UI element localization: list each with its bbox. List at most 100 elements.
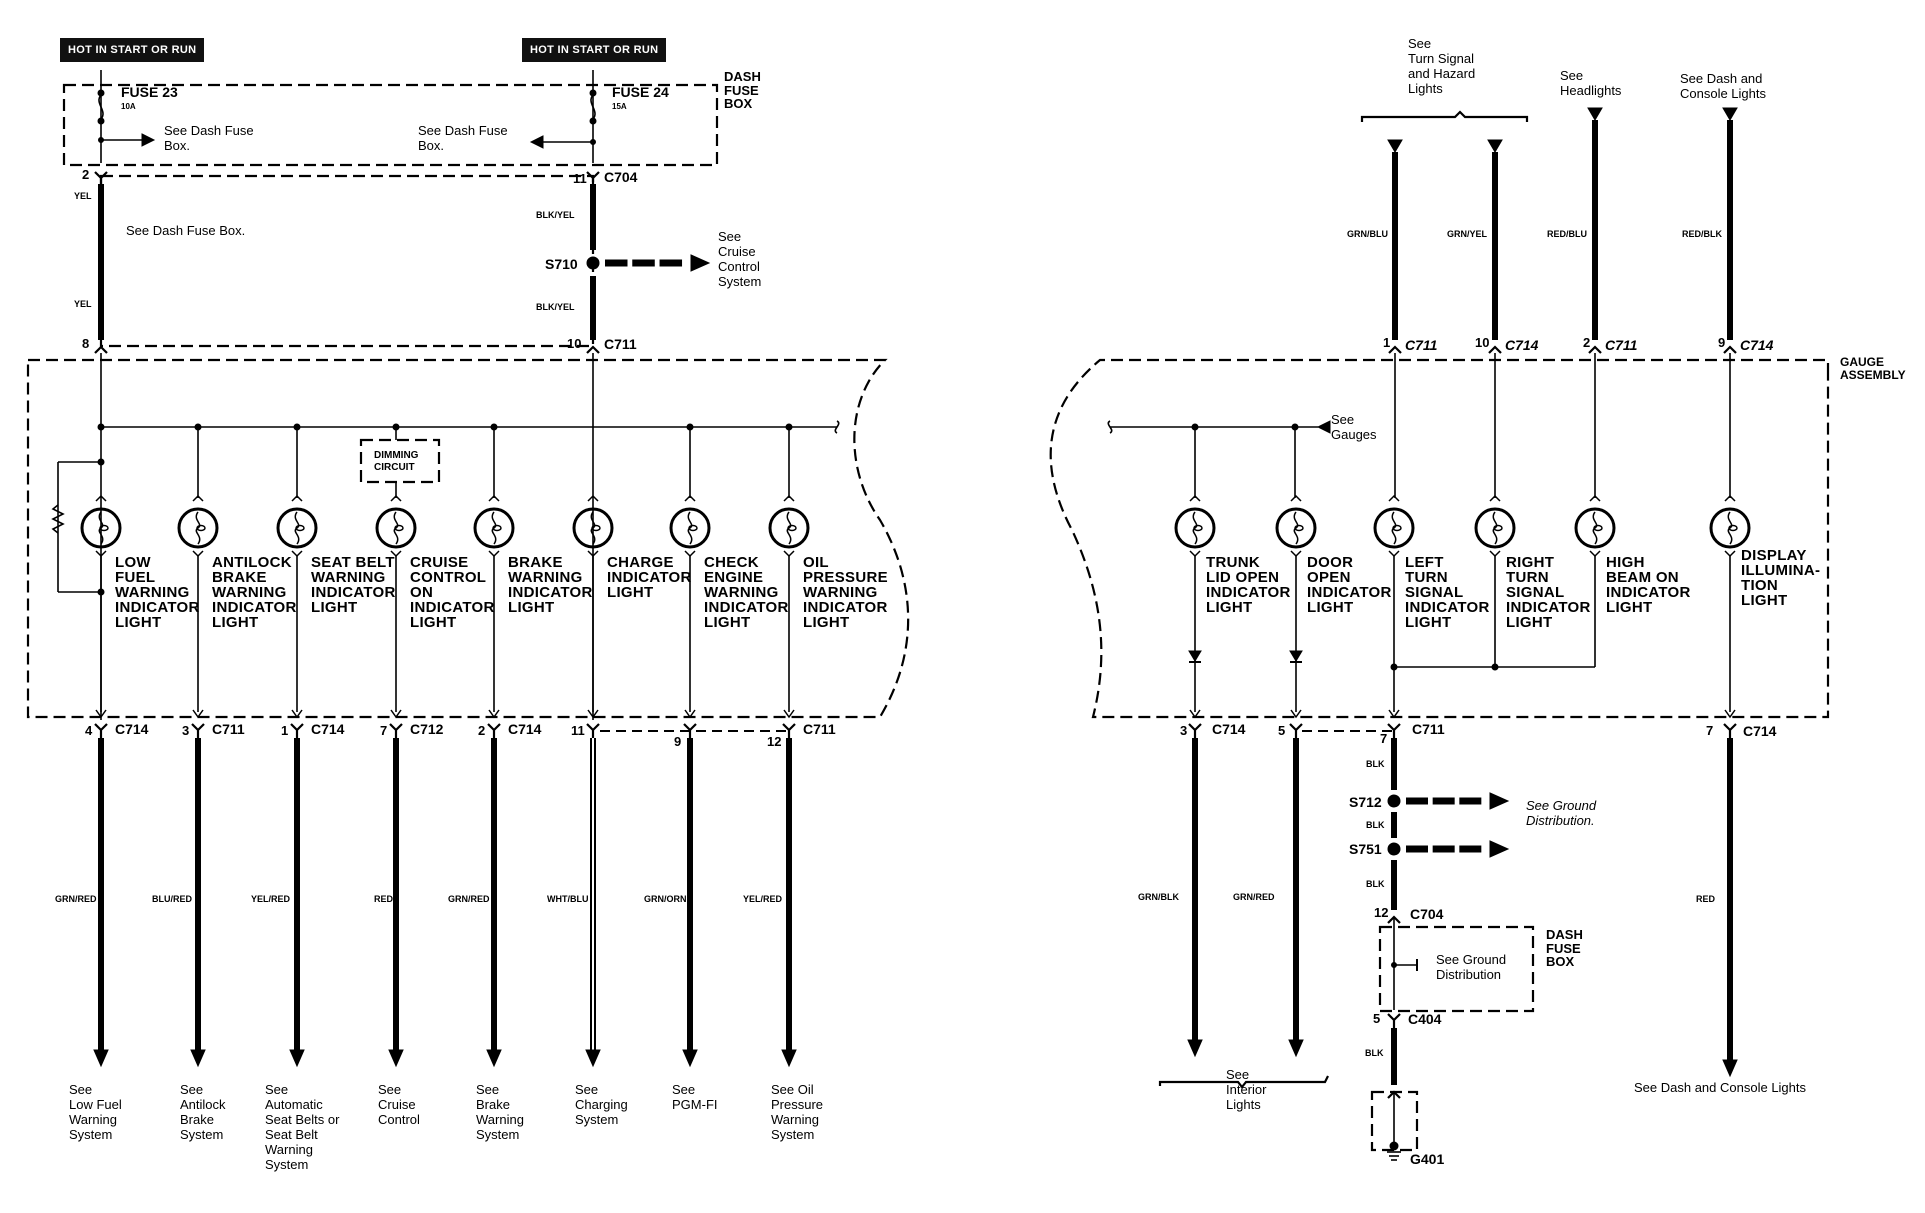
bulb-terminal-icon <box>1189 494 1201 502</box>
ground-connector-top: C711 <box>1412 721 1445 737</box>
feed-right-connector-top: C704 <box>604 169 638 185</box>
indicator-label: LOW FUEL WARNING INDICATOR LIGHT <box>115 554 200 631</box>
bulb-terminal-icon <box>1724 550 1736 558</box>
trunk-connector: C714 <box>1212 721 1246 737</box>
splice-s751-dot <box>1387 842 1401 856</box>
bulb-filament-icon <box>196 524 206 532</box>
fuse24-icon <box>590 94 596 120</box>
feed-right-pin-top: 11 <box>573 171 587 186</box>
connector-icon <box>1723 345 1737 354</box>
trunk-pin: 3 <box>1180 723 1188 738</box>
connector-icon <box>1588 345 1602 354</box>
arrow-down-icon <box>783 709 795 719</box>
connector-icon <box>389 723 403 738</box>
indicator-label: SEAT BELT WARNING INDICATOR LIGHT <box>311 554 396 616</box>
indicator-wire-color: BLU/RED <box>152 894 192 904</box>
connector-icon <box>94 345 108 354</box>
bulb-filament-icon <box>1728 524 1738 532</box>
arrow-down-icon <box>1722 1059 1738 1078</box>
indicator-bulb-icon <box>177 507 219 549</box>
headlights-note: See Headlights <box>1560 68 1622 98</box>
bulb-filament-icon <box>1593 524 1603 532</box>
bulb-terminal-icon <box>488 494 500 502</box>
fuse24-name: FUSE 24 <box>612 84 669 100</box>
bulb-terminal-icon <box>390 494 402 502</box>
indicator-bulb-icon <box>1275 507 1317 549</box>
top-wire-connector: C711 <box>1405 337 1438 353</box>
fuse24-rating: 15A <box>612 102 627 111</box>
top-wire-pin: 10 <box>1475 335 1490 350</box>
arrow-down-icon <box>95 709 107 719</box>
turn-signal-note: See Turn Signal and Hazard Lights <box>1408 36 1476 96</box>
power-label-fuse24: HOT IN START OR RUN <box>522 38 667 62</box>
gauge-assembly-outline-left <box>26 358 910 719</box>
indicator-pin: 12 <box>767 734 782 749</box>
top-wire-pin: 2 <box>1583 335 1591 350</box>
indicator-bulb-icon <box>80 507 122 549</box>
indicator-pin: 9 <box>674 734 682 749</box>
bulb-filament-icon <box>1193 524 1203 532</box>
dimming-circuit-label: DIMMING CIRCUIT <box>374 450 419 473</box>
indicator-bulb-icon <box>276 507 318 549</box>
indicator-connector: C711 <box>212 721 245 737</box>
indicator-bulb-icon <box>1709 507 1751 549</box>
bulb-filament-icon <box>687 511 693 545</box>
bulb-filament-icon <box>1392 524 1402 532</box>
bulb-filament-icon <box>1391 511 1397 545</box>
top-wire-connector: C714 <box>1505 337 1539 353</box>
bulb-filament-icon <box>1592 511 1598 545</box>
display-pin: 7 <box>1706 723 1714 738</box>
bulb-terminal-icon <box>1724 494 1736 502</box>
junction-dot <box>1491 663 1499 671</box>
indicator-destination: See Antilock Brake System <box>180 1082 226 1142</box>
indicator-label: CRUISE CONTROL ON INDICATOR LIGHT <box>410 554 495 631</box>
bulb-terminal-icon <box>1489 550 1501 558</box>
dash-fuse-box-label: DASH FUSE BOX <box>724 69 761 112</box>
feed-left-wire-bottom: YEL <box>74 299 92 309</box>
s712-arrow-icon <box>1489 792 1510 810</box>
interior-lights-note: See Interior Lights <box>1226 1067 1267 1112</box>
indicator-connector: C714 <box>508 721 542 737</box>
gauges-note: See Gauges <box>1331 412 1377 442</box>
c404-pin: 5 <box>1373 1011 1381 1026</box>
connector-icon <box>1387 723 1401 738</box>
s751-arrow-icon <box>1489 840 1510 858</box>
indicator-bulb-icon <box>1574 507 1616 549</box>
indicator-wire-color: RED <box>374 894 394 904</box>
indicator-bulb-icon <box>768 507 810 549</box>
splice-s710: S710 <box>545 256 578 272</box>
indicator-label: BRAKE WARNING INDICATOR LIGHT <box>508 554 593 616</box>
bulb-terminal-icon <box>1189 550 1201 558</box>
dimming-circuit-box <box>359 438 441 484</box>
indicator-wire-color: GRN/RED <box>55 894 97 904</box>
connector-icon <box>586 723 600 738</box>
top-wire-pin: 1 <box>1383 335 1391 350</box>
bulb-filament-icon <box>1493 524 1503 532</box>
dash-console-note: See Dash and Console Lights <box>1680 71 1766 101</box>
connector-icon <box>586 345 600 354</box>
arrow-down-icon <box>1290 709 1302 719</box>
gauge-assembly-label: GAUGE ASSEMBLY <box>1840 355 1906 382</box>
bulb-terminal-icon <box>1290 550 1302 558</box>
indicator-bulb-icon <box>473 507 515 549</box>
indicator-destination: See Low Fuel Warning System <box>69 1082 122 1142</box>
arrow-down-icon <box>1288 1039 1304 1058</box>
junction-dot <box>1390 663 1398 671</box>
bulb-filament-icon <box>491 511 497 545</box>
indicator-bulb-icon <box>669 507 711 549</box>
indicator-wire-color: GRN/ORN <box>644 894 687 904</box>
indicator-bulb-icon <box>1474 507 1516 549</box>
arrow-down-icon <box>585 1049 601 1068</box>
diode-icon <box>1188 650 1202 662</box>
bulb-terminal-icon <box>1589 494 1601 502</box>
indicator-wire-color: GRN/RED <box>448 894 490 904</box>
arrow-right-icon <box>141 133 156 147</box>
indicator-label: CHECK ENGINE WARNING INDICATOR LIGHT <box>704 554 789 631</box>
bulb-terminal-icon <box>95 494 107 502</box>
diode-icon <box>1289 650 1303 662</box>
gauge-assembly-outline-right <box>1049 358 1830 719</box>
bulb-filament-icon <box>98 511 104 545</box>
bus-continuation-icon <box>1107 420 1113 434</box>
fuse-terminal <box>97 89 105 97</box>
